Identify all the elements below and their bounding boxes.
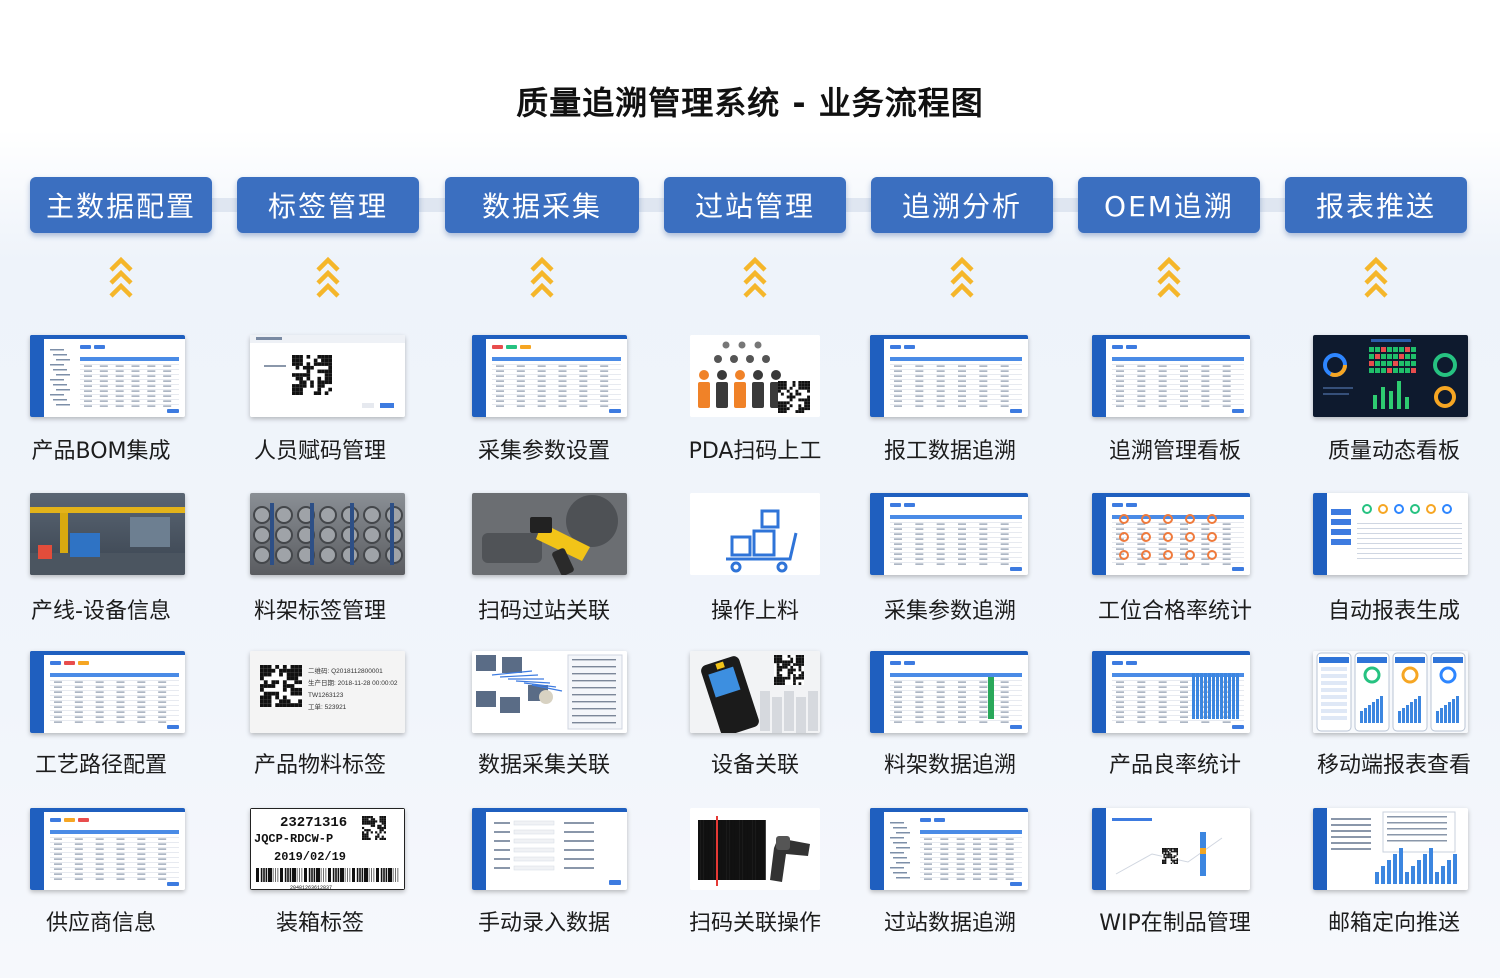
item-label[interactable]: 手动录入数据 <box>477 911 610 936</box>
item-label[interactable]: 报工数据追溯 <box>883 439 1016 464</box>
thumbnail-6-2 <box>1092 493 1250 575</box>
chevron-up-icon <box>316 256 340 300</box>
thumbnail-4-3 <box>690 651 820 733</box>
thumbnail-5-2 <box>870 493 1028 575</box>
item-label[interactable]: 设备关联 <box>710 753 799 778</box>
thumbnail-3-1 <box>472 335 627 417</box>
svg-text:TW1263123: TW1263123 <box>308 692 344 699</box>
chevron-up-icon <box>950 256 974 300</box>
item-label[interactable]: 扫码过站关联 <box>477 599 610 624</box>
stage-header-2[interactable]: 标签管理 <box>237 177 419 233</box>
item-label[interactable]: 追溯管理看板 <box>1108 439 1241 464</box>
thumbnail-4-4 <box>690 808 820 890</box>
chevron-up-icon <box>743 256 767 300</box>
thumbnail-7-3 <box>1313 651 1468 733</box>
item-label[interactable]: 操作上料 <box>710 599 799 624</box>
item-label[interactable]: 工位合格率统计 <box>1097 599 1252 624</box>
thumbnail-1-3 <box>30 651 185 733</box>
thumbnail-4-2 <box>690 493 820 575</box>
svg-text:生产日期: 2018-11-28 00:00:02: 生产日期: 2018-11-28 00:00:02 <box>308 678 398 687</box>
thumbnail-7-1 <box>1313 335 1468 417</box>
thumbnail-5-1 <box>870 335 1028 417</box>
thumbnail-1-2 <box>30 493 185 575</box>
thumbnail-7-4 <box>1313 808 1468 890</box>
svg-text:工单: 523921: 工单: 523921 <box>308 702 347 711</box>
item-label[interactable]: 移动端报表查看 <box>1316 753 1471 778</box>
stage-header-5[interactable]: 追溯分析 <box>871 177 1053 233</box>
thumbnail-3-3 <box>472 651 627 733</box>
stage-header-4[interactable]: 过站管理 <box>664 177 846 233</box>
item-label[interactable]: WIP在制品管理 <box>1099 911 1251 936</box>
thumbnail-2-3: 二维码: Q2018112800001 生产日期: 2018-11-28 00:0… <box>250 651 405 733</box>
item-label[interactable]: 扫码关联操作 <box>688 911 821 936</box>
stage-header-1[interactable]: 主数据配置 <box>30 177 212 233</box>
stage-header-7[interactable]: 报表推送 <box>1285 177 1467 233</box>
thumbnail-2-2 <box>250 493 405 575</box>
item-label[interactable]: 采集参数追溯 <box>883 599 1016 624</box>
item-label[interactable]: PDA扫码上工 <box>688 439 822 464</box>
svg-text:二维码: Q2018112800001: 二维码: Q2018112800001 <box>308 666 383 675</box>
svg-text:20481263612837: 20481263612837 <box>290 885 332 890</box>
item-label[interactable]: 自动报表生成 <box>1327 599 1460 624</box>
item-label[interactable]: 产品BOM集成 <box>31 439 171 464</box>
svg-text:2019/02/19: 2019/02/19 <box>274 850 346 864</box>
thumbnail-3-2 <box>472 493 627 575</box>
svg-text:23271316: 23271316 <box>280 815 347 831</box>
thumbnail-1-1 <box>30 335 185 417</box>
thumbnail-6-4 <box>1092 808 1250 890</box>
chevron-up-icon <box>1157 256 1181 300</box>
thumbnail-2-1 <box>250 335 405 417</box>
item-label[interactable]: 质量动态看板 <box>1327 439 1460 464</box>
item-label[interactable]: 数据采集关联 <box>477 753 610 778</box>
thumbnail-5-4 <box>870 808 1028 890</box>
thumbnail-5-3 <box>870 651 1028 733</box>
item-label[interactable]: 产品物料标签 <box>253 753 386 778</box>
thumbnail-3-4 <box>472 808 627 890</box>
thumbnail-6-3 <box>1092 651 1250 733</box>
item-label[interactable]: 产品良率统计 <box>1108 753 1241 778</box>
chevron-up-icon <box>109 256 133 300</box>
item-label[interactable]: 料架标签管理 <box>253 599 386 624</box>
item-label[interactable]: 供应商信息 <box>45 911 156 936</box>
chevron-up-icon <box>530 256 554 300</box>
item-label[interactable]: 邮箱定向推送 <box>1327 911 1460 936</box>
stage-header-6[interactable]: OEM追溯 <box>1078 177 1260 233</box>
svg-text:JQCP-RDCW-P: JQCP-RDCW-P <box>254 832 333 846</box>
item-label[interactable]: 料架数据追溯 <box>883 753 1016 778</box>
stage-header-3[interactable]: 数据采集 <box>445 177 639 233</box>
item-label[interactable]: 人员赋码管理 <box>253 439 386 464</box>
thumbnail-1-4 <box>30 808 185 890</box>
item-label[interactable]: 产线-设备信息 <box>31 599 171 624</box>
item-label[interactable]: 工艺路径配置 <box>34 753 167 778</box>
item-label[interactable]: 装箱标签 <box>275 911 364 936</box>
item-label[interactable]: 采集参数设置 <box>477 439 610 464</box>
page-title: 质量追溯管理系统 - 业务流程图 <box>516 84 984 122</box>
thumbnail-4-1 <box>690 335 820 417</box>
chevron-up-icon <box>1364 256 1388 300</box>
thumbnail-7-2 <box>1313 493 1468 575</box>
thumbnail-6-1 <box>1092 335 1250 417</box>
item-label[interactable]: 过站数据追溯 <box>883 911 1016 936</box>
